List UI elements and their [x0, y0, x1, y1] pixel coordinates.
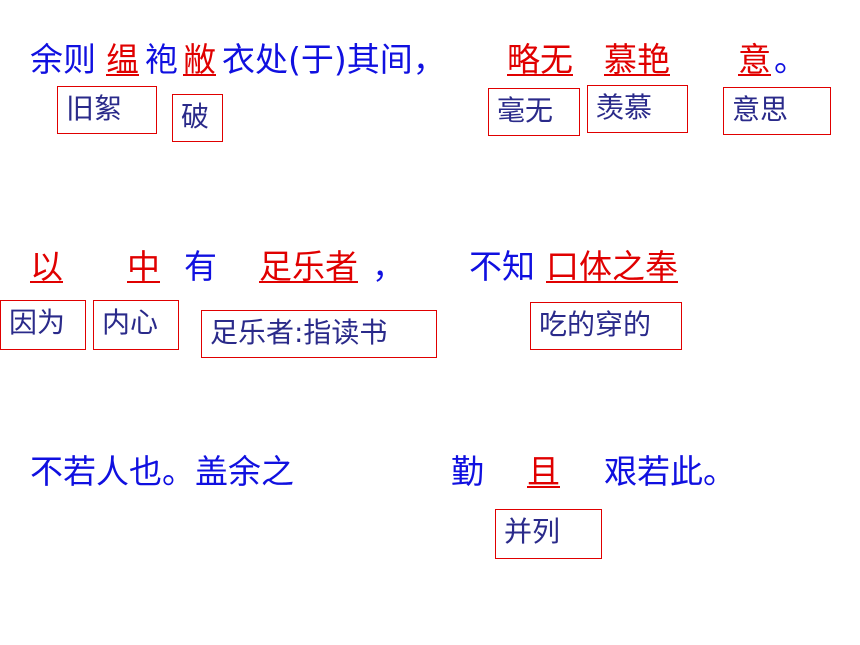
line3-text-a: 不若人也。盖余之 [30, 452, 294, 491]
line1-text-b: 袍 [145, 40, 178, 79]
line1-text-a: 余则 [30, 40, 96, 79]
line3-text-b: 艰若此。 [604, 452, 736, 491]
gloss-box-yinwei: 因为 [0, 300, 86, 350]
line2-text-you: 有 [184, 247, 217, 286]
line2-word-koutizhifeng: 口体之奉 [546, 247, 678, 286]
line2-word-yi: 以 [30, 247, 63, 286]
gloss-box-bingli: 并列 [495, 509, 602, 559]
line2-text-buzhi: 不知 [469, 247, 535, 286]
line2-comma: ， [372, 247, 405, 286]
line1-word-lvewu: 略无 [507, 40, 573, 79]
line3-text-qin: 勤 [451, 452, 484, 491]
line2-word-zhong: 中 [127, 247, 160, 286]
gloss-box-neixin: 内心 [93, 300, 179, 350]
gloss-box-po: 破 [172, 94, 223, 142]
line2-word-zulezhe: 足乐者 [259, 247, 358, 286]
line3-word-qie: 且 [527, 452, 560, 491]
gloss-box-zulezhe-dushu: 足乐者:指读书 [201, 310, 437, 358]
gloss-box-chidechuande: 吃的穿的 [530, 302, 682, 350]
line1-word-yun: 缊 [106, 40, 139, 79]
gloss-box-xianmu: 羡慕 [587, 85, 688, 133]
line1-text-c: 衣处(于)其间， [222, 40, 446, 79]
gloss-box-jiuxu: 旧絮 [57, 86, 157, 134]
line1-word-yi: 意 [738, 40, 771, 79]
line1-word-muyan: 慕艳 [604, 40, 670, 79]
gloss-box-haowu: 毫无 [488, 88, 580, 136]
line1-period: 。 [774, 40, 807, 79]
line1-word-bi: 敝 [183, 40, 216, 79]
gloss-box-yisi: 意思 [723, 87, 831, 135]
